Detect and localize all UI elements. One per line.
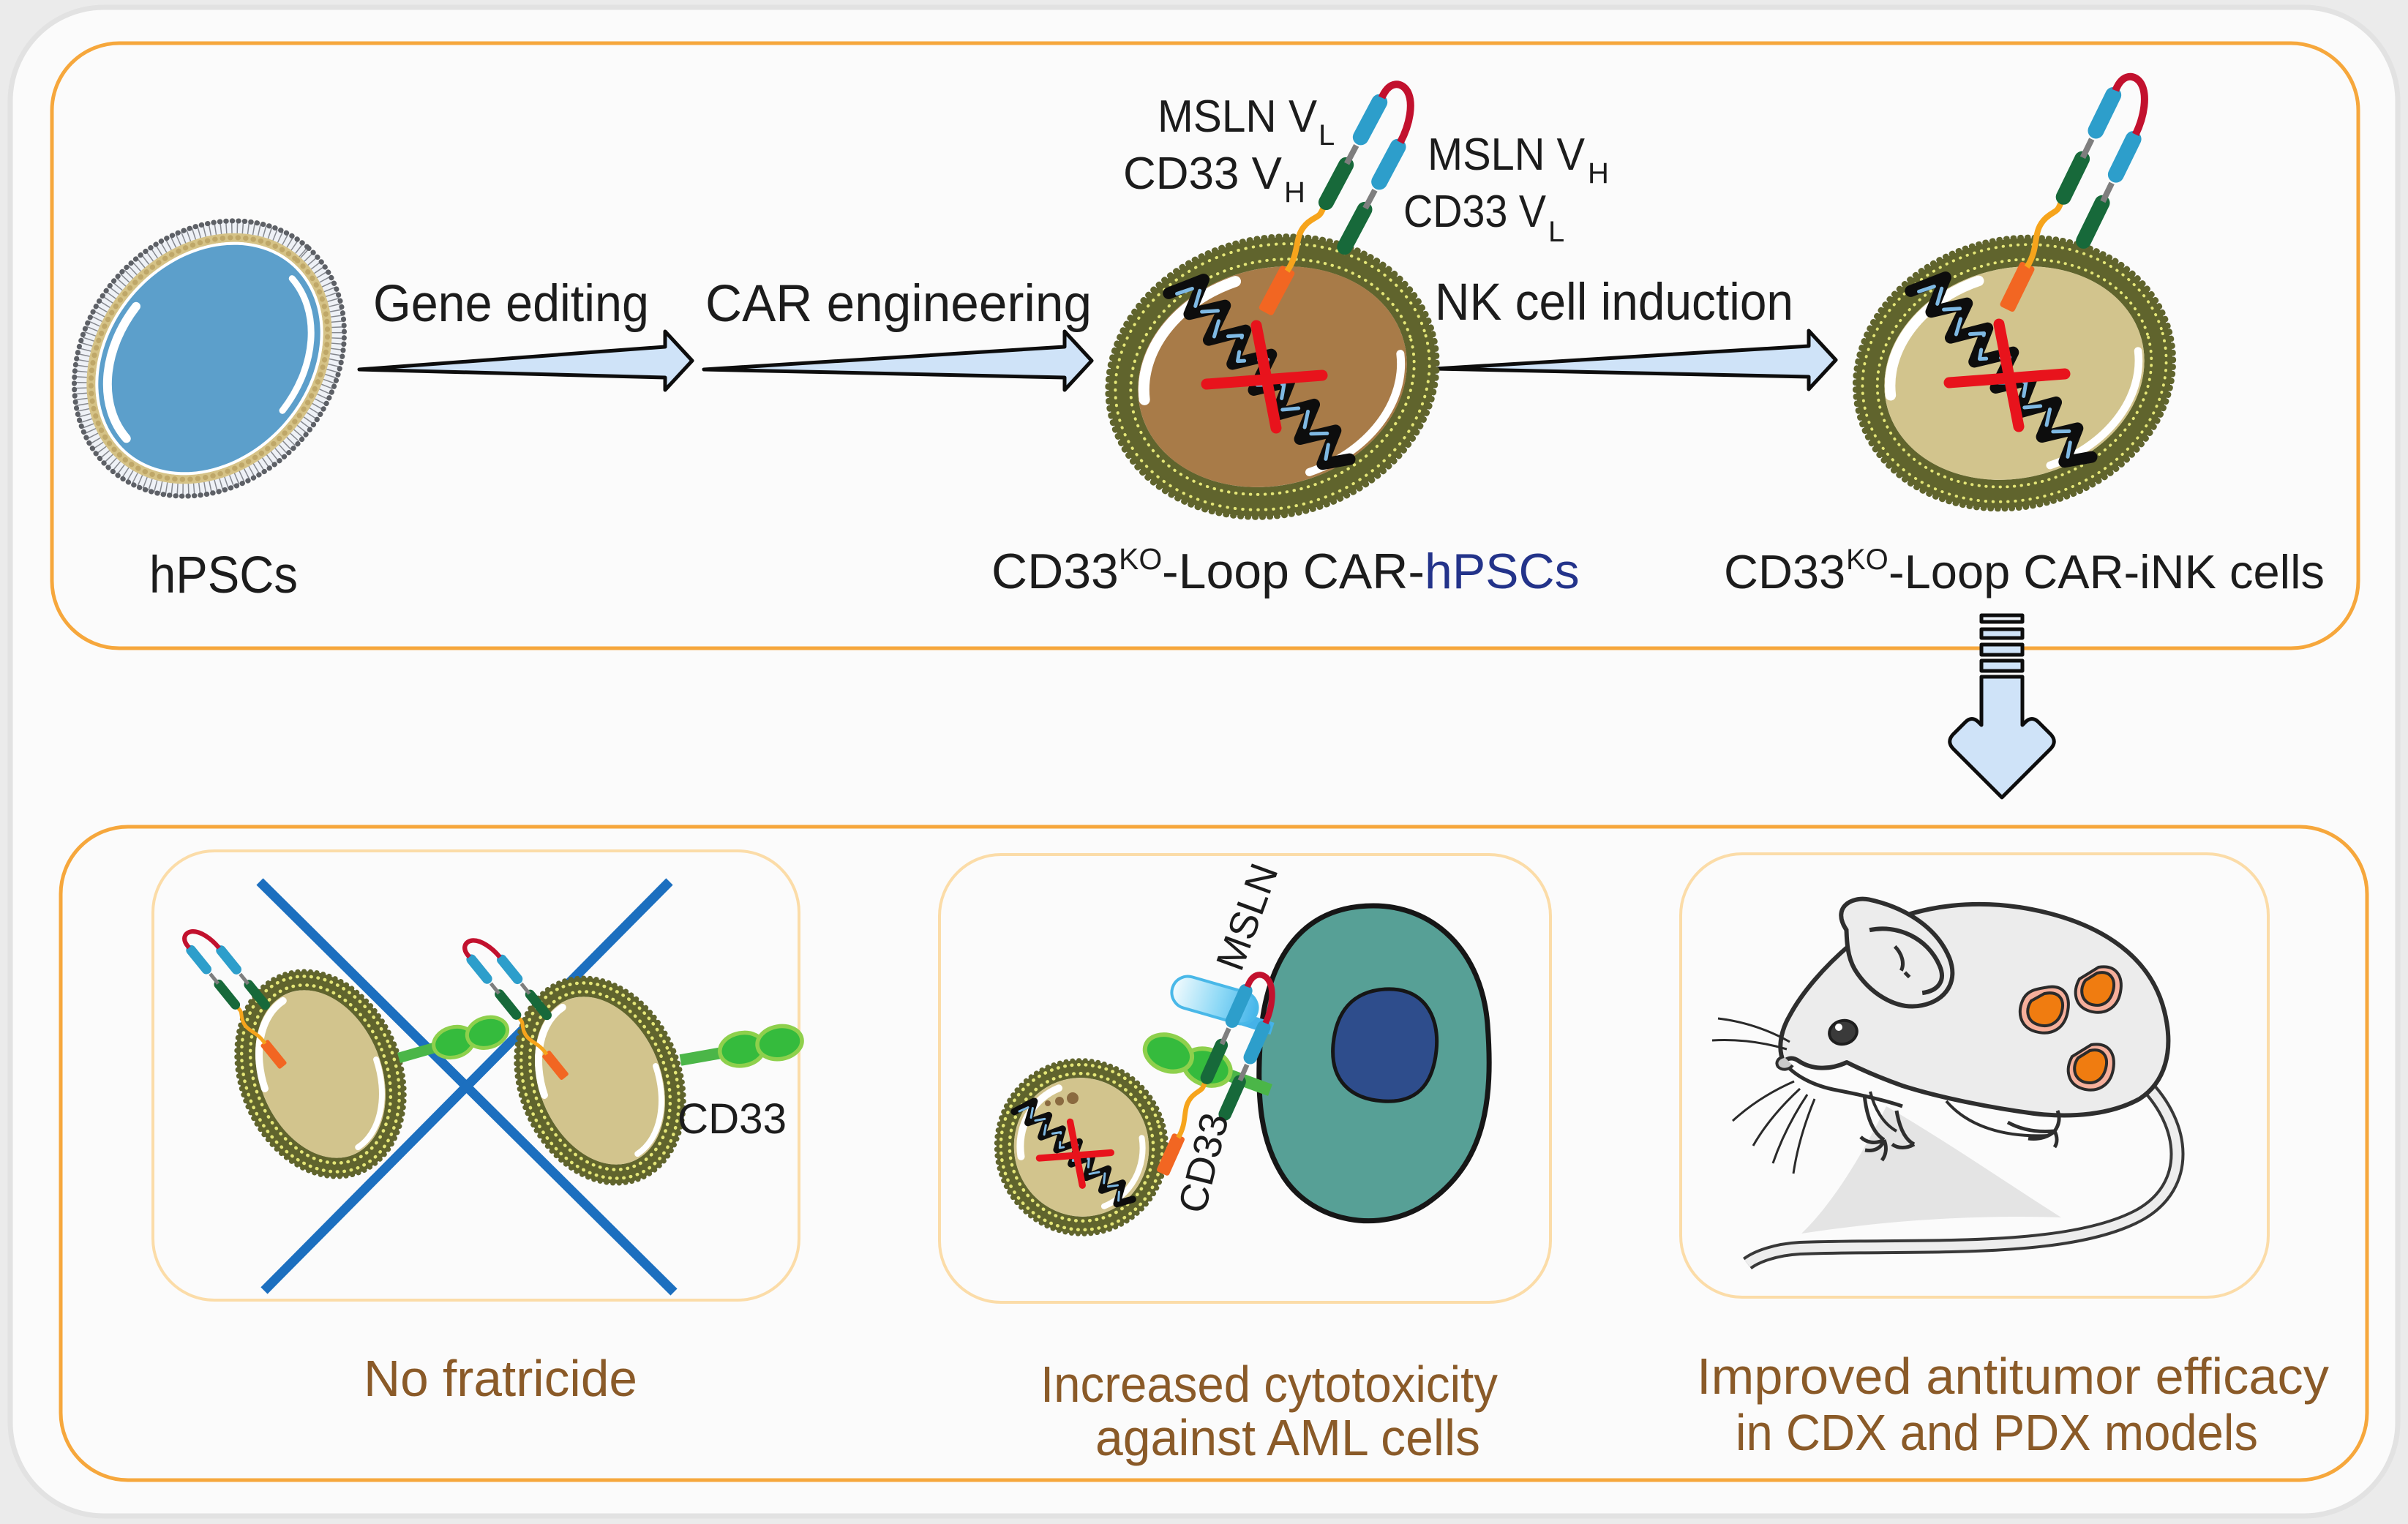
svg-text:hPSCs: hPSCs	[149, 547, 298, 604]
svg-text:Gene editing: Gene editing	[373, 275, 649, 333]
svg-text:CAR engineering: CAR engineering	[705, 275, 1092, 333]
svg-text:No fratricide: No fratricide	[364, 1350, 637, 1407]
svg-text:CD33: CD33	[1724, 545, 1845, 598]
svg-text:L: L	[1548, 216, 1564, 248]
svg-text:CD33 V: CD33 V	[1123, 149, 1283, 199]
svg-text:MSLN V: MSLN V	[1158, 91, 1318, 142]
svg-text:CD33 V: CD33 V	[1403, 187, 1547, 237]
svg-text:-Loop CAR-iNK cells: -Loop CAR-iNK cells	[1888, 545, 2325, 598]
svg-text:Increased cytotoxicity: Increased cytotoxicity	[1040, 1356, 1498, 1413]
svg-text:KO: KO	[1119, 542, 1162, 576]
svg-text:in CDX and PDX models: in CDX and PDX models	[1736, 1404, 2258, 1461]
svg-text:-Loop CAR-: -Loop CAR-	[1162, 544, 1425, 599]
svg-text:NK cell induction: NK cell induction	[1435, 274, 1793, 331]
svg-text:L: L	[1319, 119, 1335, 151]
svg-text:Improved antitumor efficacy: Improved antitumor efficacy	[1697, 1348, 2329, 1405]
svg-text:CD33: CD33	[678, 1095, 787, 1143]
svg-text:hPSCs: hPSCs	[1425, 544, 1580, 599]
svg-text:KO: KO	[1846, 544, 1888, 576]
svg-text:CD33: CD33	[991, 544, 1119, 599]
svg-text:MSLN V: MSLN V	[1428, 129, 1586, 180]
svg-text:H: H	[1284, 176, 1305, 209]
svg-text:H: H	[1588, 157, 1609, 189]
svg-text:against AML cells: against AML cells	[1095, 1409, 1480, 1466]
